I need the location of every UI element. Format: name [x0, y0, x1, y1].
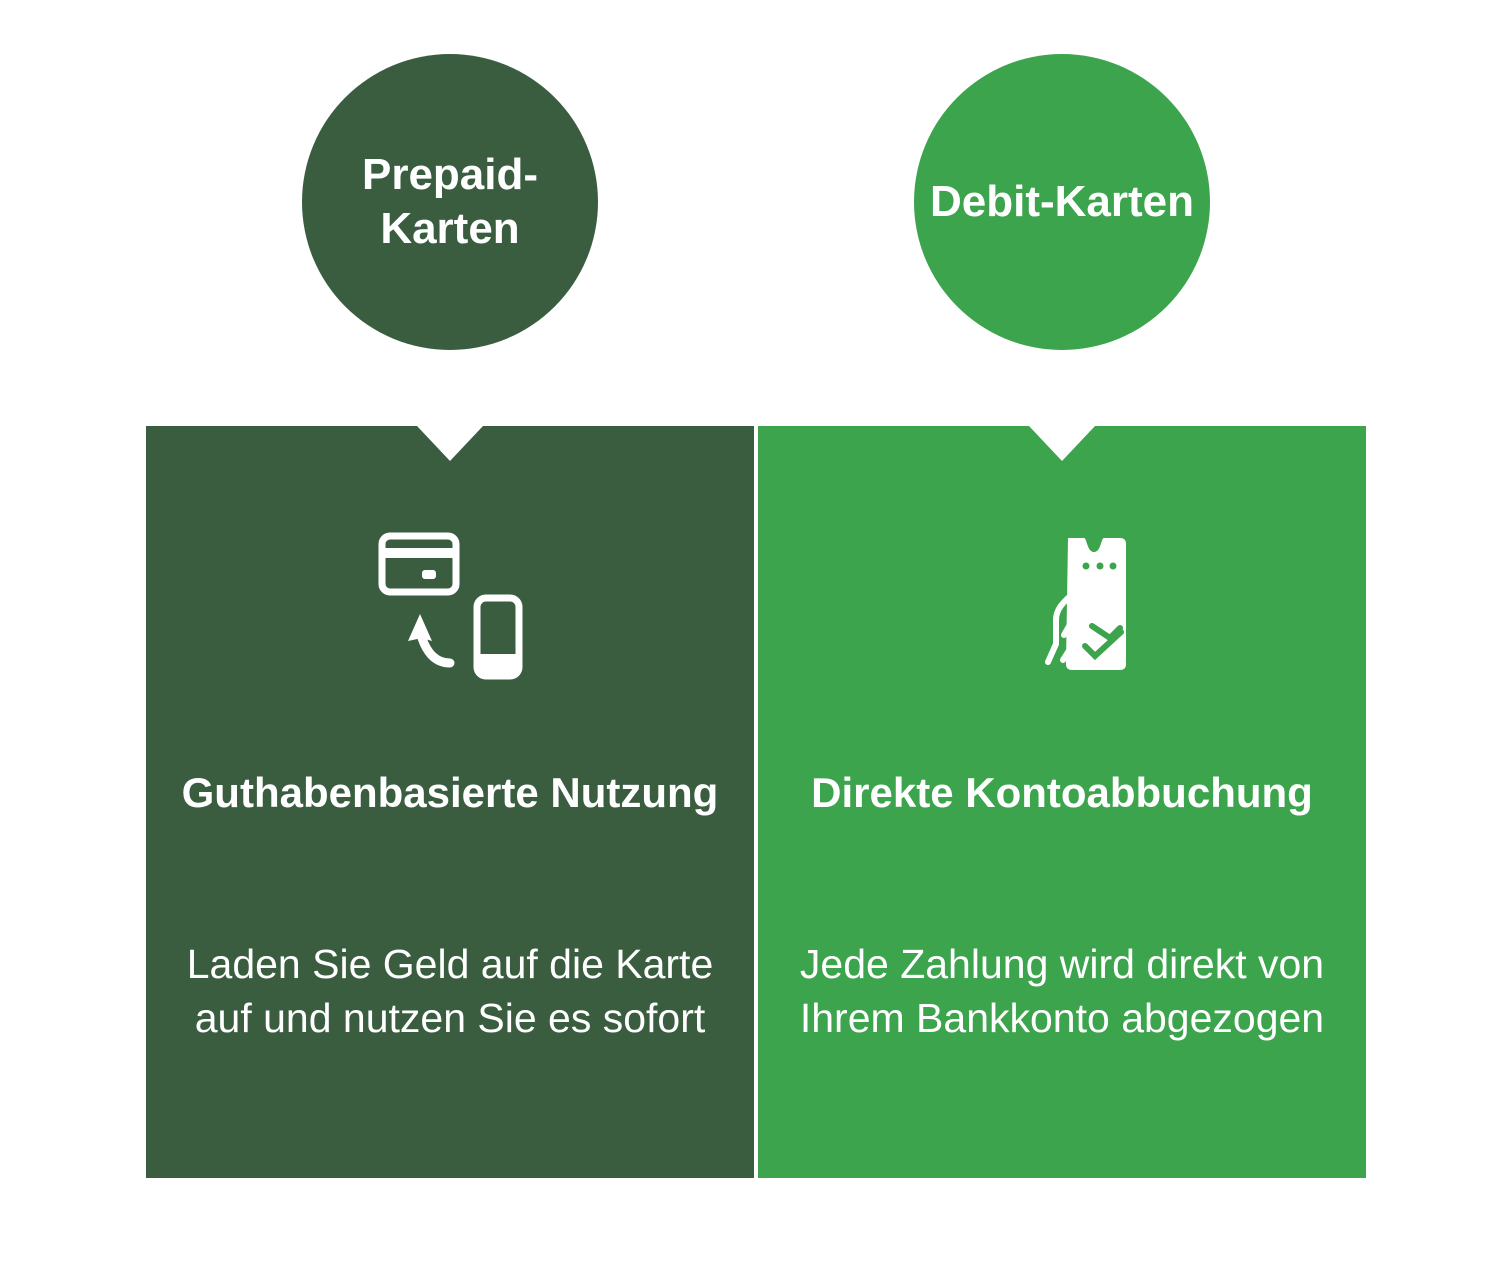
debit-panel: Direkte Kontoabbuchung Jede Zahlung wird… [758, 426, 1366, 1178]
prepaid-title: Guthabenbasierte Nutzung [181, 769, 719, 816]
debit-heading-circle: Debit-Karten [914, 54, 1210, 350]
debit-heading: Debit-Karten [929, 177, 1195, 226]
prepaid-heading: Prepaid-Karten [361, 150, 539, 253]
prepaid-heading-circle: Prepaid-Karten [302, 54, 598, 350]
hand-holding-ticket-icon [1045, 538, 1126, 670]
card-to-phone-icon [378, 532, 523, 680]
debit-title: Direkte Kontoabbuchung [811, 769, 1313, 816]
prepaid-panel: Guthabenbasierte Nutzung Laden Sie Geld … [146, 426, 754, 1178]
pointer-notch [1029, 426, 1095, 461]
pointer-notch [417, 426, 483, 461]
prepaid-description: Laden Sie Geld auf die Karte auf und nut… [186, 941, 714, 1041]
debit-description: Jede Zahlung wird direkt von Ihrem Bankk… [799, 941, 1325, 1041]
